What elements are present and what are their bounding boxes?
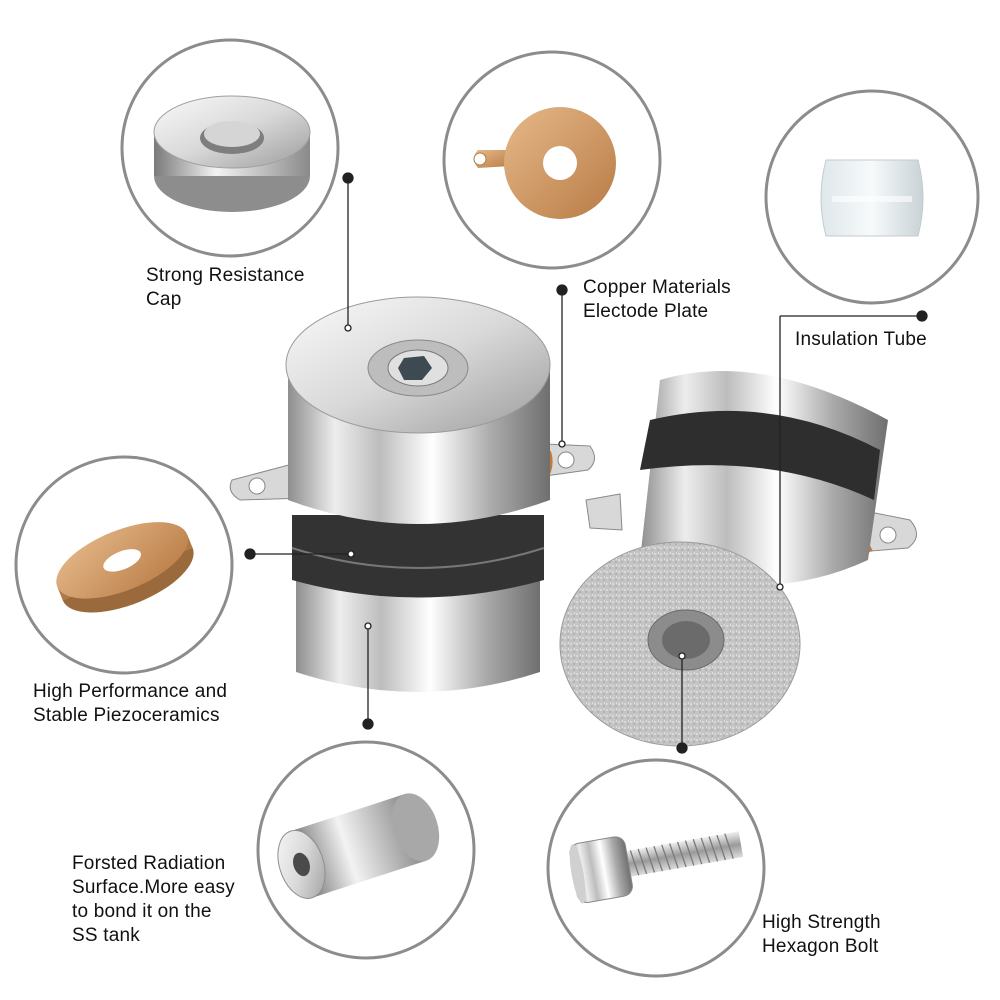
cap-detail-circle	[120, 38, 340, 258]
piezo-label: High Performance and Stable Piezoceramic…	[33, 681, 228, 726]
insulation-label: Insulation Tube	[795, 329, 927, 350]
radiation-label: Forsted Radiation Surface.More easy to b…	[72, 853, 235, 946]
bolt-label: High Strength Hexagon Bolt	[762, 912, 881, 957]
electrode-detail-circle	[442, 50, 662, 270]
main-transducer-tilted	[559, 371, 917, 747]
piezo-detail-circle	[14, 455, 234, 675]
bolt-detail-circle	[546, 758, 766, 978]
leader-lines	[244, 172, 928, 754]
cap-label: Strong Resistance Cap	[146, 265, 305, 310]
insulation-detail-circle	[764, 89, 980, 305]
main-transducer-upright	[229, 296, 595, 692]
radiation-detail-circle	[256, 740, 476, 960]
electrode-label: Copper Materials Electode Plate	[583, 277, 731, 322]
